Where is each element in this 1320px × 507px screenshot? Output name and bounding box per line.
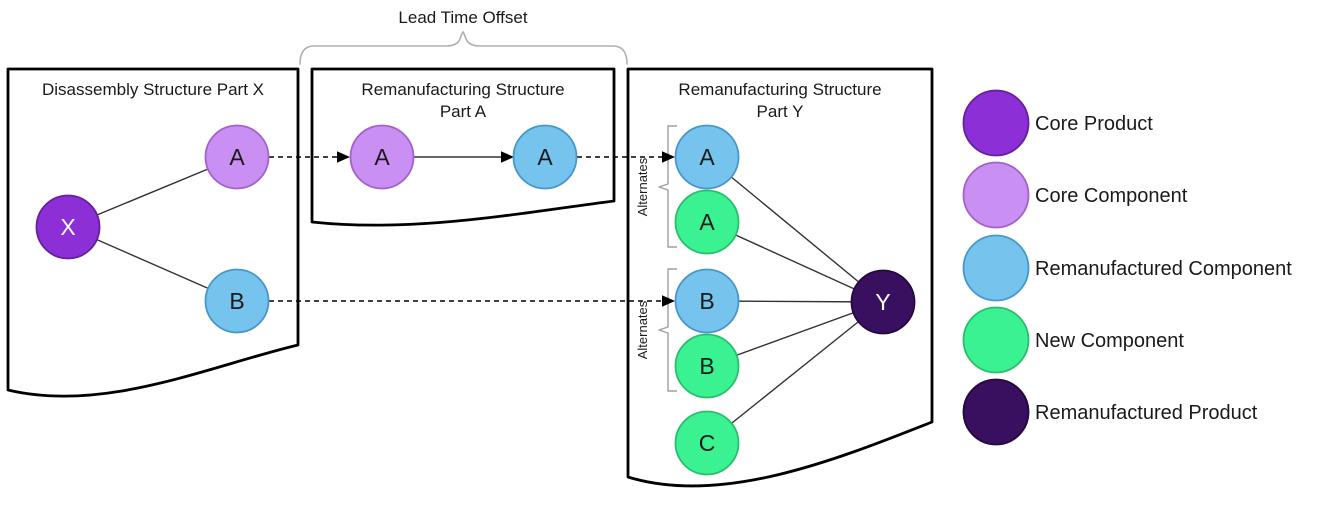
node-b-label: B — [699, 288, 714, 314]
legend-label-reman-product: Remanufactured Product — [1035, 402, 1258, 424]
alternates-bracket-b — [658, 268, 677, 392]
alternates-label-b: Alternates — [635, 300, 650, 359]
node-c-label: C — [699, 430, 716, 456]
legend-swatch-core-product — [962, 89, 1030, 157]
node-a-label: A — [374, 144, 390, 170]
legend-label-core-component: Core Component — [1035, 185, 1188, 207]
title-reman-y-line2: Part Y — [757, 102, 804, 121]
edge-a-reman-to-y — [706, 156, 884, 303]
legend-label-new-component: New Component — [1035, 330, 1184, 352]
node-y-label: Y — [875, 289, 890, 315]
node-y-reman-product — [850, 269, 916, 335]
lead-time-offset-label: Lead Time Offset — [398, 8, 527, 27]
title-reman-a-line1: Remanufacturing Structure — [361, 80, 564, 99]
node-a-label: A — [699, 209, 715, 235]
lead-time-offset-brace — [299, 30, 628, 65]
node-x-core-product — [35, 194, 101, 260]
arrowhead-a-to-part-y — [662, 151, 675, 163]
legend-swatch-new-component — [962, 306, 1030, 374]
node-a-label: A — [699, 144, 715, 170]
node-b-reman-component-disassembly — [204, 268, 270, 334]
arrowhead-a-core-transfer — [337, 151, 350, 163]
node-a-label: A — [229, 144, 245, 170]
node-b-label: B — [229, 288, 244, 314]
arrowhead-b-to-part-y — [662, 295, 675, 307]
node-b-label: B — [699, 353, 714, 379]
legend-swatch-core-component — [962, 161, 1030, 229]
arrows — [269, 151, 675, 307]
legend-label-reman-component: Remanufactured Component — [1035, 258, 1292, 280]
legend-swatch-reman-product — [962, 378, 1030, 446]
arrowhead-a-remanufacture — [501, 151, 514, 163]
alternates-bracket-a — [658, 125, 677, 248]
legend: Core Product Core Component Remanufactur… — [962, 89, 1292, 446]
title-reman-y-line1: Remanufacturing Structure — [678, 80, 881, 99]
legend-swatch-reman-component — [962, 234, 1030, 302]
alternates-label-a: Alternates — [635, 157, 650, 216]
node-b-new-component-part-y — [674, 333, 740, 399]
nodes: X A B A A A A B B C Y — [35, 124, 916, 476]
edge-c-new-to-y — [706, 301, 884, 444]
node-x-label: X — [60, 214, 75, 240]
title-disassembly-part-x: Disassembly Structure Part X — [42, 80, 264, 99]
title-reman-a-line2: Part A — [440, 102, 487, 121]
node-a-label: A — [537, 144, 553, 170]
node-a-core-component-disassembly — [204, 124, 270, 190]
node-a-reman-component-reman-a — [512, 124, 578, 190]
node-a-reman-component-part-y — [674, 124, 740, 190]
legend-label-core-product: Core Product — [1035, 113, 1153, 135]
node-a-core-component-reman-a — [349, 124, 415, 190]
node-a-new-component-part-y — [674, 189, 740, 255]
node-b-reman-component-part-y — [674, 268, 740, 334]
node-c-new-component-part-y — [674, 410, 740, 476]
